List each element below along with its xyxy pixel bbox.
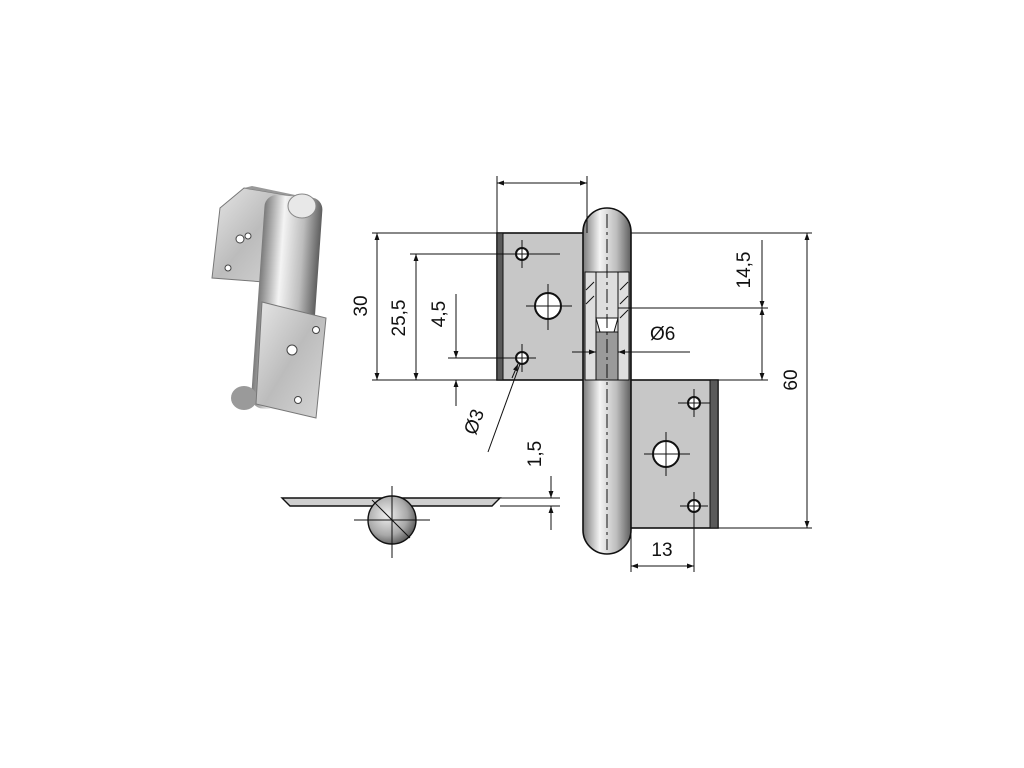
- front-view: [496, 207, 719, 555]
- dimension-lines: [372, 176, 812, 572]
- dim-label-phi3: Ø3: [461, 407, 489, 438]
- side-view: [280, 476, 560, 558]
- dim-label-1-5: 1,5: [525, 441, 546, 467]
- dim-label-25-5: 25,5: [389, 300, 410, 337]
- dim-label-phi6: Ø6: [650, 324, 675, 345]
- hinge-photo: [211, 186, 327, 419]
- dim-label-14-5: 14,5: [734, 252, 755, 289]
- dim-label-4-5: 4,5: [429, 301, 450, 327]
- dimension-labels: 30 25,5 4,5 Ø3 1,5 14,5 Ø6 60 13: [351, 252, 802, 561]
- dim-label-13: 13: [651, 540, 672, 561]
- photo-lower-leaf: [255, 301, 327, 419]
- dim-label-60: 60: [781, 369, 802, 390]
- dim-label-30: 30: [351, 295, 372, 316]
